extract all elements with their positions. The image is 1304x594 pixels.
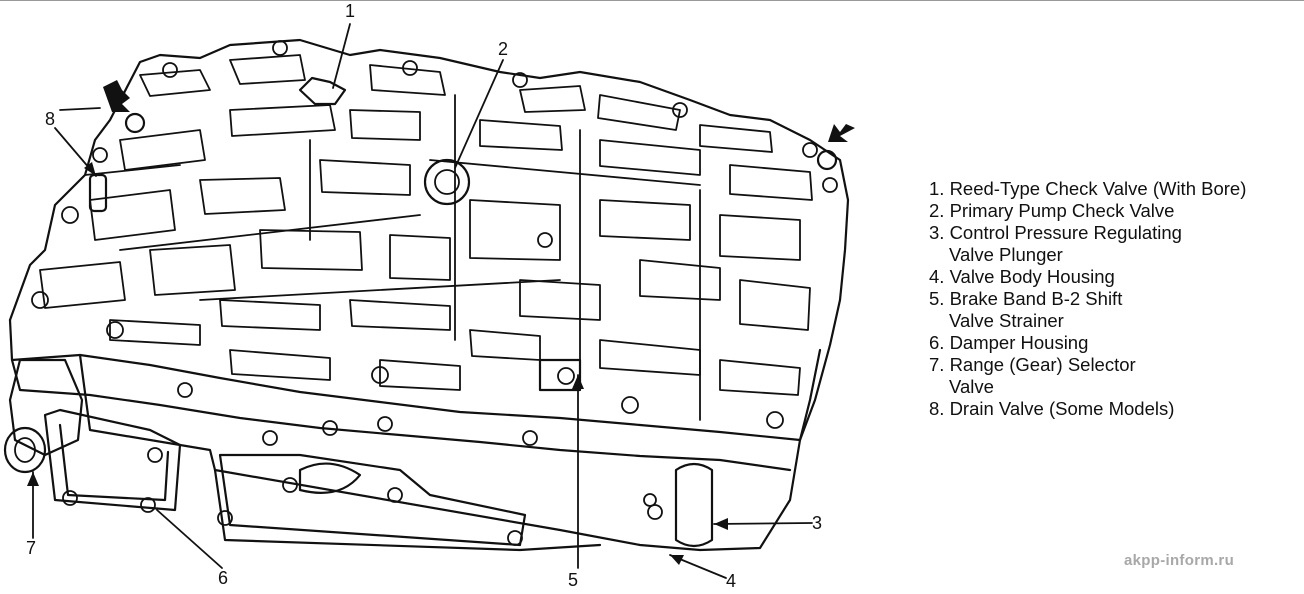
parts-legend: 1. Reed-Type Check Valve (With Bore) 2. … [929,178,1246,420]
shift-valve-strainer [538,358,582,392]
pointer-arrow-left [103,80,130,112]
housing-screws [62,382,663,546]
legend-item-text: 6. Damper Housing [929,332,1089,353]
leader-arrowheads [27,162,728,565]
legend-item-continuation: Valve [949,376,994,397]
control-pressure-plunger [674,462,714,548]
leader-lines [32,23,813,579]
legend-item-continuation: Valve Strainer [949,310,1064,331]
legend-item: 2. Primary Pump Check Valve [929,200,1246,222]
damper-housing-inner [58,423,170,502]
lower-cover-cutout [298,462,362,494]
callout-2: 2 [498,39,509,59]
legend-item: 6. Damper Housing [929,332,1246,354]
primary-pump-check-valve [423,158,471,206]
legend-item-text: 5. Brake Band B-2 Shift [929,288,1123,309]
range-selector-valve [8,358,84,457]
pointer-arrow-right [828,124,855,142]
callout-1: 1 [345,1,356,21]
callout-7: 7 [26,538,37,558]
damper-housing [43,408,182,512]
legend-item-continuation: Valve Plunger [949,244,1063,265]
valve-body-top-outline [8,38,850,442]
watermark-text: akpp-inform.ru [1124,552,1235,569]
plug-left [124,112,146,134]
valve-body-housing-lower [78,348,822,552]
housing-bottom-edge [213,468,602,552]
callout-6: 6 [218,568,229,588]
legend-item-text: 2. Primary Pump Check Valve [929,200,1175,221]
bolt-holes [31,40,838,429]
legend-item-text: 3. Control Pressure Regulating [929,222,1182,243]
legend-item-text: 4. Valve Body Housing [929,266,1115,287]
callout-8: 8 [45,109,56,129]
top-border-line [0,0,1304,1]
legend-item-text: 1. Reed-Type Check Valve (With Bore) [929,178,1247,199]
callout-3: 3 [812,513,823,533]
legend-item: 8. Drain Valve (Some Models) [929,398,1246,420]
legend-item: 1. Reed-Type Check Valve (With Bore) [929,178,1246,200]
legend-item-text: 7. Range (Gear) Selector [929,354,1136,375]
lower-cover-plate [218,453,527,547]
reed-check-valve [298,76,347,106]
legend-item: 4. Valve Body Housing [929,266,1246,288]
valve-body-front-face [10,358,792,472]
legend-item-text: 8. Drain Valve (Some Models) [929,398,1175,419]
callout-4: 4 [726,571,737,591]
plug-right [816,149,838,171]
valve-body-side-edge [8,318,802,442]
drain-valve [88,173,108,213]
callout-5: 5 [568,570,579,590]
